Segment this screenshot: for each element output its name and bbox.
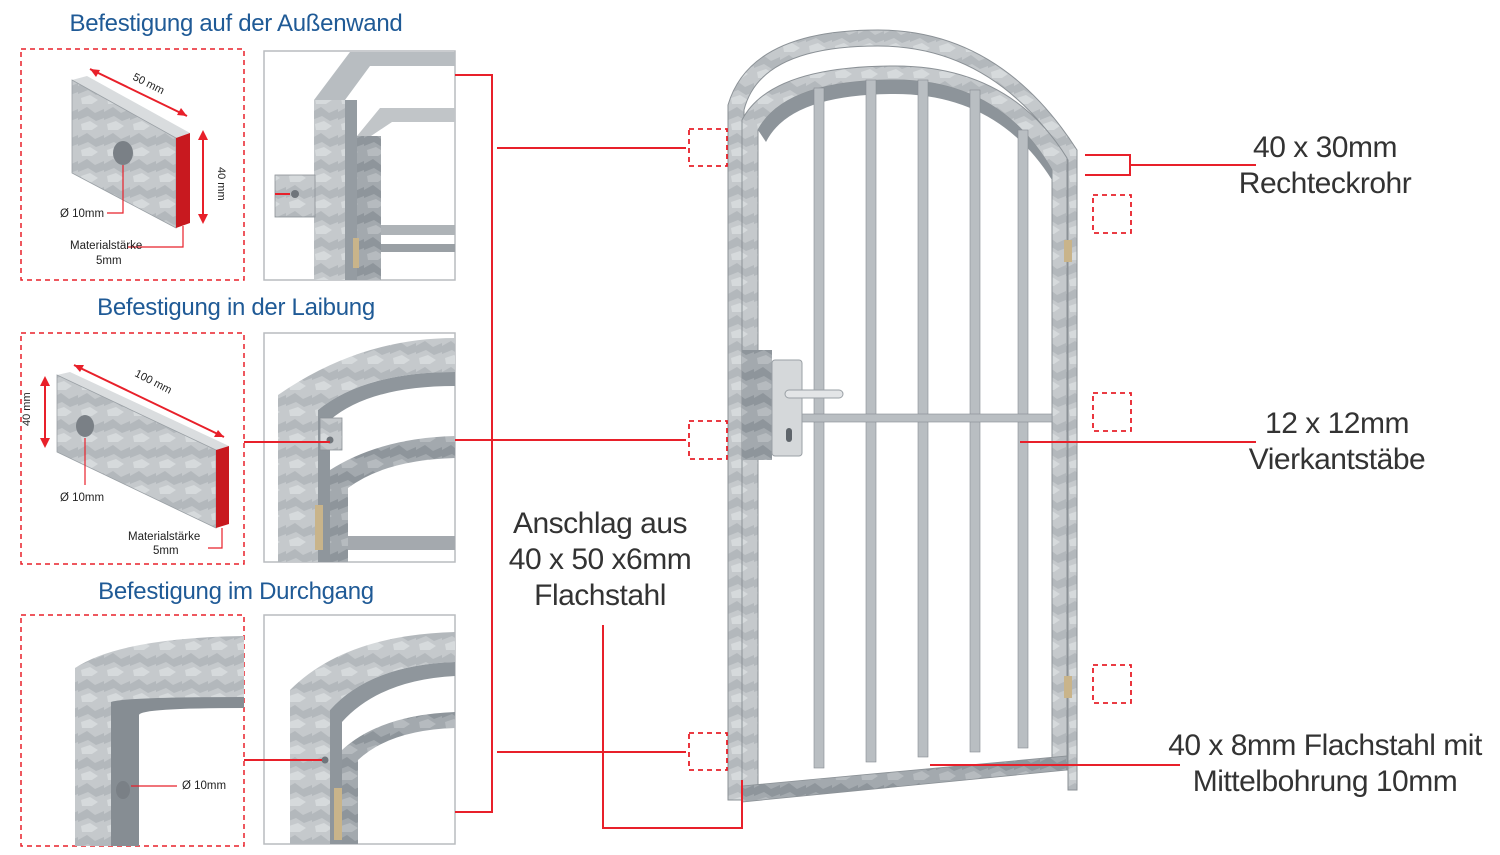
dim-label-width-2: 100 mm [133,368,174,397]
dim-label-height-1: 40 mm [215,167,227,201]
gate-bars [813,79,1029,769]
connector-lines [244,74,686,813]
detail-box-reveal [20,332,245,565]
callout-flat-bar-line1: 40 x 8mm Flachstahl mit [1168,729,1482,762]
callout-bars: 12 x 12mm Vierkantstäbe [1237,406,1437,478]
dim-line-width [89,68,188,117]
hole-label-2: Ø 10mm [60,492,104,504]
mount-markers [688,128,1132,771]
lock-plate [771,359,803,457]
hole-label-3: Ø 10mm [182,780,226,792]
plate-hole [113,141,133,165]
plate-thickness-edge [176,133,190,228]
material-value-1: 5mm [96,255,122,267]
dim-label-height-2: 40 mm [21,392,33,426]
material-label-2: Materialstärke [128,531,200,543]
photo-panel-outer-wall [263,50,456,281]
detail-box-passage [20,614,245,847]
plate-top-face [72,76,190,138]
gate-illustration [727,29,1078,803]
dim-label-width-1: 50 mm [131,71,166,97]
callout-stop-line3: Flachstahl [534,579,666,612]
callout-stop: Anschlag aus 40 x 50 x6mm Flachstahl [495,506,705,614]
section-title-passage: Befestigung im Durchgang [98,578,374,605]
callout-bars-line1: 12 x 12mm [1265,407,1409,440]
callout-flat-bar-line2: Mittelbohrung 10mm [1192,765,1458,798]
callout-lines [602,154,1256,829]
callout-bars-line2: Vierkantstäbe [1248,443,1426,476]
callout-stop-line1: Anschlag aus [512,507,688,540]
detail-box-outer-wall [20,48,245,281]
material-label-1: Materialstärke [70,240,142,252]
material-value-2: 5mm [153,545,179,557]
door-handle [784,389,844,399]
section-title-outer-wall: Befestigung auf der Außenwand [69,10,403,37]
callout-frame-tube: 40 x 30mm Rechteckrohr [1225,130,1425,202]
callout-frame-tube-line2: Rechteckrohr [1238,167,1412,200]
section-title-reveal: Befestigung in der Laibung [97,294,375,321]
callout-stop-line2: 40 x 50 x6mm [508,543,692,576]
photo-panel-passage [263,614,456,845]
photo-panel-reveal [263,332,456,563]
callout-frame-tube-line1: 40 x 30mm [1253,131,1397,164]
hole-label-1: Ø 10mm [60,208,104,220]
callout-flat-bar: 40 x 8mm Flachstahl mit Mittelbohrung 10… [1160,728,1490,800]
